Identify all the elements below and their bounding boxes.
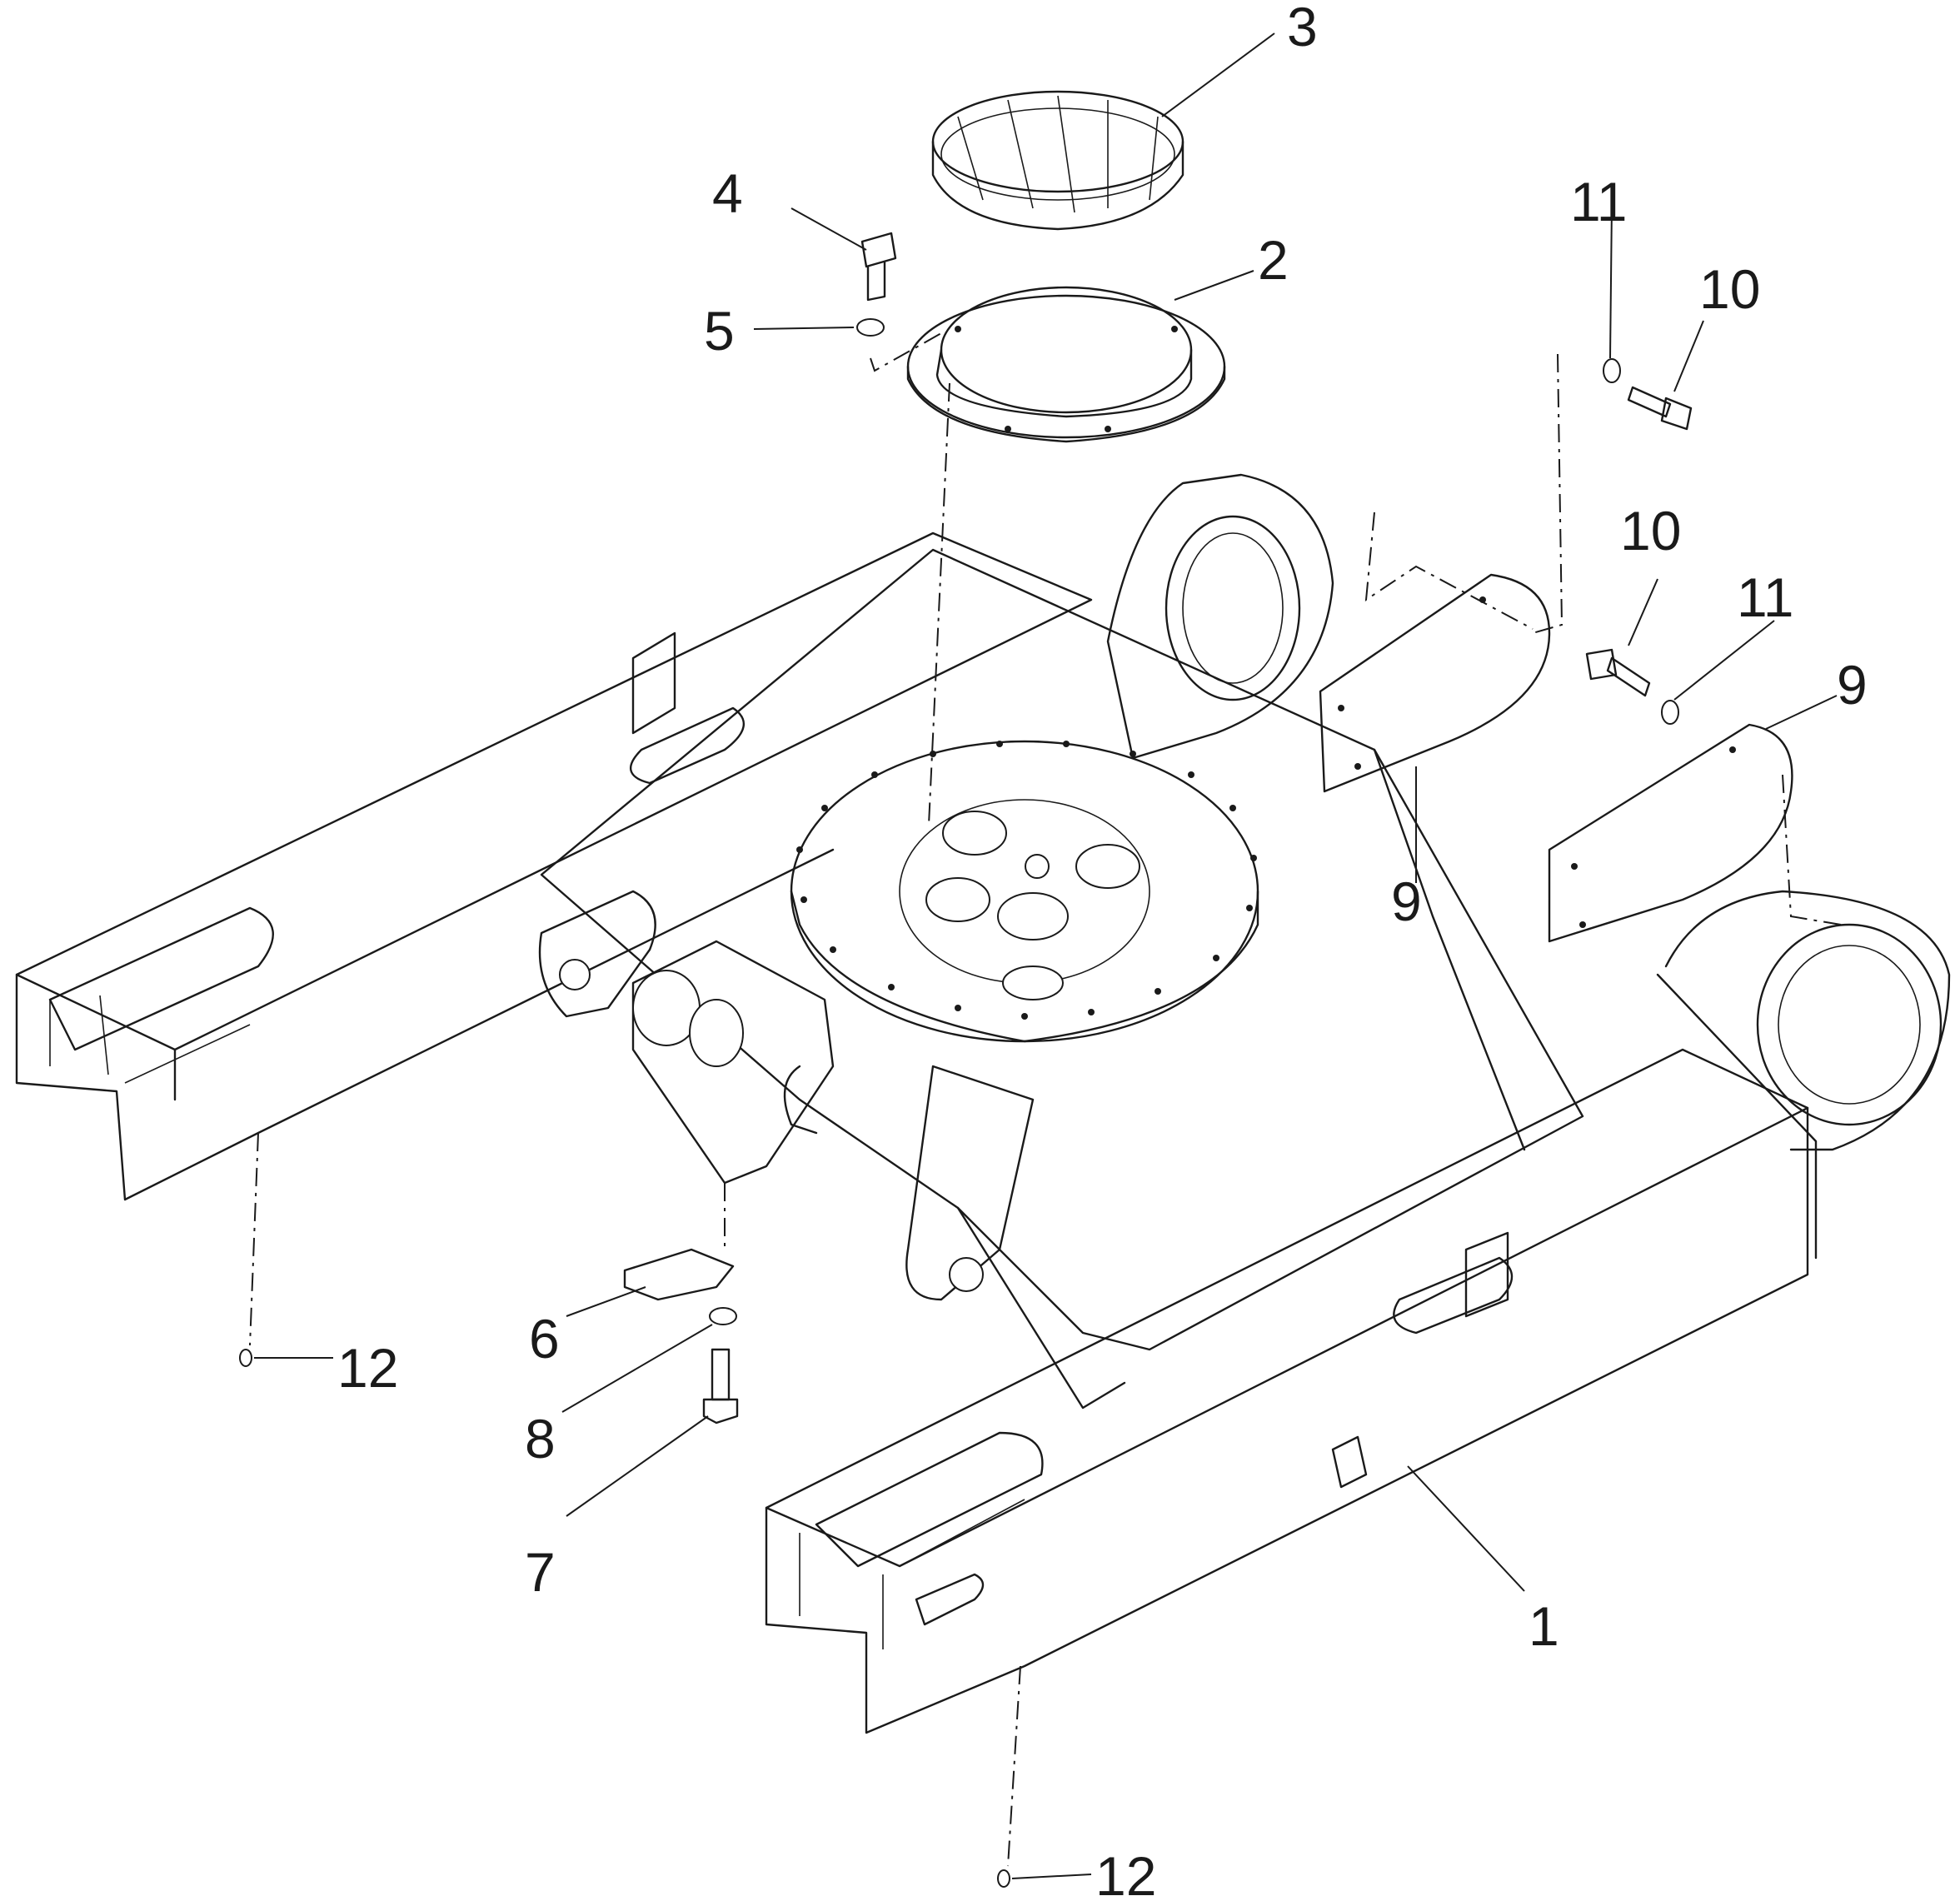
callout-labels: 3 2 4 5 11 10 10 11 9 9 6 12 8 7 1 12 — [337, 0, 1868, 1901]
callout-9b: 9 — [1837, 654, 1868, 716]
assembly-centerlines — [249, 332, 1842, 1867]
bolt-4 — [860, 232, 897, 302]
leader-lines — [254, 32, 1838, 1879]
callout-5: 5 — [704, 300, 735, 362]
callout-9a: 9 — [1391, 871, 1422, 932]
callout-1: 1 — [1529, 1595, 1559, 1657]
cover-9-left — [1319, 573, 1551, 793]
flange-ring — [906, 286, 1226, 443]
washer-11-lower — [1661, 700, 1679, 725]
callout-12b: 12 — [1095, 1845, 1156, 1901]
bolt-10-lower — [1585, 648, 1651, 697]
washer-11-upper — [1603, 358, 1621, 383]
callout-4: 4 — [712, 162, 743, 224]
callout-2: 2 — [1258, 229, 1289, 291]
cover-9-right — [1548, 723, 1793, 943]
callout-12a: 12 — [337, 1337, 398, 1399]
bolt-7 — [702, 1348, 739, 1425]
callout-7: 7 — [525, 1541, 556, 1603]
seal-ring — [931, 90, 1184, 231]
grease-fitting-12-right — [997, 1869, 1010, 1888]
washer-5 — [856, 318, 885, 337]
callout-8: 8 — [525, 1408, 556, 1469]
callout-10b: 10 — [1620, 500, 1681, 561]
washer-8 — [709, 1307, 737, 1325]
swing-circle-bolt-holes — [796, 741, 1257, 1020]
track-frame — [15, 473, 1951, 1734]
callout-11a: 11 — [1570, 171, 1628, 232]
callout-10a: 10 — [1699, 258, 1760, 320]
cover-plate-6 — [623, 1248, 735, 1301]
grease-fitting-12-left — [239, 1349, 252, 1367]
callout-3: 3 — [1287, 0, 1318, 57]
callout-11b: 11 — [1737, 566, 1794, 628]
bolt-10-upper — [1627, 386, 1693, 431]
callout-6: 6 — [529, 1308, 560, 1370]
